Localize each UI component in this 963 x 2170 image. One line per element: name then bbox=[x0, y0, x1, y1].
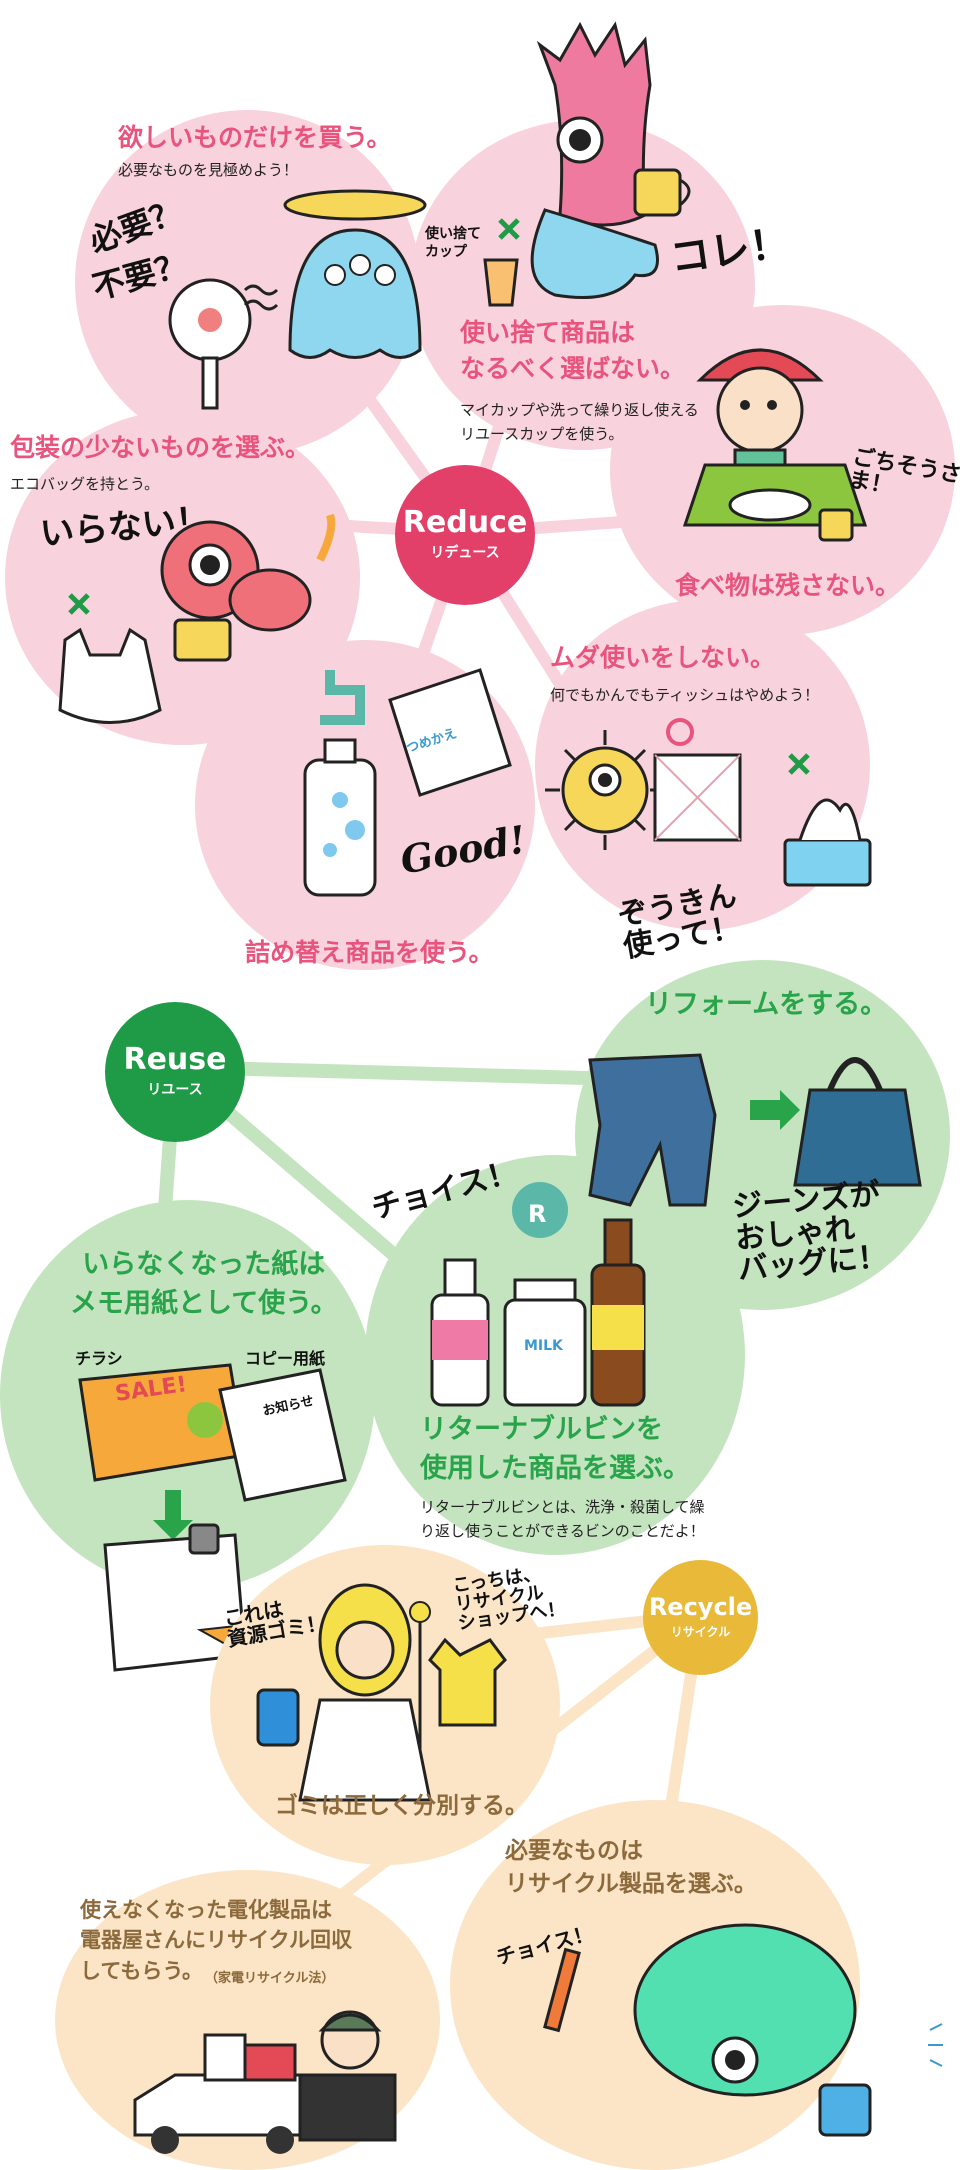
buy-needed-title: 欲しいものだけを買う。 bbox=[118, 123, 392, 152]
packaging-title: 包装の少ないものを選ぶ。 bbox=[10, 433, 311, 462]
disposable-title: 使い捨て商品は なるべく選ばない。 bbox=[460, 318, 686, 384]
reuse-hub-en: Reuse bbox=[123, 1042, 227, 1077]
buy-needed-sub: 必要なものを見極めよう！ bbox=[118, 161, 299, 179]
appliance-title: 使えなくなった電化製品は 電器屋さんにリサイクル回収 してもらう。 bbox=[80, 1898, 352, 1983]
waste-sub: 何でもかんでもティッシュはやめよう！ bbox=[550, 686, 820, 704]
reduce-hub: Reduce リデュース bbox=[395, 465, 535, 605]
returnable-mark: R bbox=[528, 1200, 547, 1228]
recycle-hub: Recycle リサイクル bbox=[643, 1560, 758, 1675]
bottle-title: リターナブルビンを 使用した商品を選ぶ。 bbox=[420, 1414, 690, 1485]
recycle-hub-jp: リサイクル bbox=[670, 1625, 731, 1639]
waste-title: ムダ使いをしない。 bbox=[550, 643, 776, 672]
appliance-note: （家電リサイクル法） bbox=[205, 1971, 335, 1986]
products-title: 必要なものは リサイクル製品を選ぶ。 bbox=[505, 1838, 757, 1898]
disposable-sub: マイカップや洗って繰り返し使える リユースカップを使う。 bbox=[460, 401, 699, 443]
reduce-hub-jp: リデュース bbox=[430, 545, 500, 561]
reuse-hub: Reuse リユース bbox=[105, 1002, 245, 1142]
food-title: 食べ物は残さない。 bbox=[675, 571, 901, 600]
copy-paper-label: コピー用紙 bbox=[245, 1349, 326, 1368]
paper-title: いらなくなった紙は メモ用紙として使う。 bbox=[70, 1249, 338, 1320]
bottle-sub: リターナブルビンとは、洗浄・殺菌して繰 り返し使うことができるビンのことだよ！ bbox=[420, 1498, 705, 1540]
reduce-hub-en: Reduce bbox=[402, 505, 528, 540]
reuse-hub-jp: リユース bbox=[147, 1082, 203, 1098]
disposable-cup-label: 使い捨て カップ bbox=[425, 226, 481, 261]
flyer-label: チラシ bbox=[75, 1349, 123, 1368]
reform-title: リフォームをする。 bbox=[645, 989, 888, 1020]
sort-title: ゴミは正しく分別する。 bbox=[275, 1793, 528, 1819]
packaging-sub: エコバッグを持とう。 bbox=[10, 475, 160, 493]
recycle-hub-en: Recycle bbox=[648, 1593, 753, 1621]
milk-label: MILK bbox=[524, 1338, 563, 1354]
refill-title: 詰め替え商品を使う。 bbox=[245, 938, 494, 967]
